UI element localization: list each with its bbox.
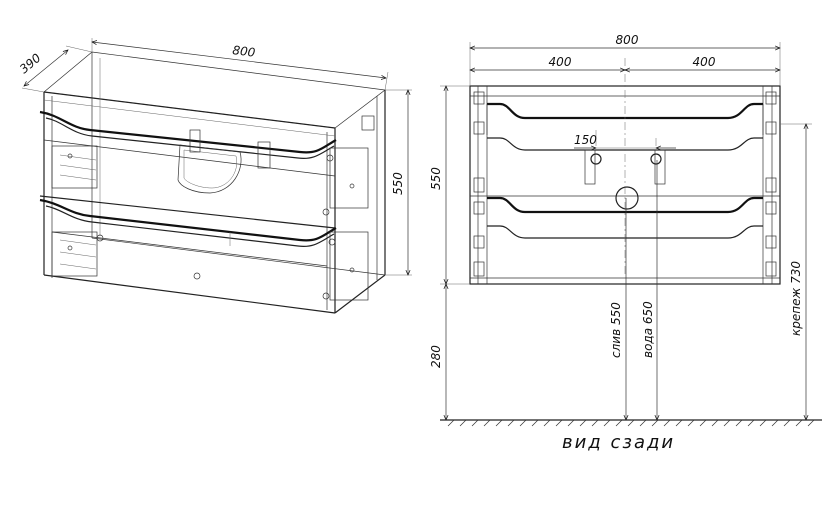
top-drawer (39, 110, 369, 229)
dim-drain-label: слив 550 (609, 302, 623, 358)
dim-mount-label: крепеж 730 (789, 261, 803, 336)
dim-left-half-label: 400 (549, 55, 572, 69)
isometric-view: 800 390 550 (17, 38, 412, 314)
dim-rear-height-label: 550 (429, 167, 443, 190)
dim-hole-spacing-label: 150 (574, 133, 597, 147)
dim-water-650: вода 650 (641, 160, 657, 420)
dim-floor-gap-280: 280 (429, 284, 446, 420)
dim-floor-gap-label: 280 (429, 345, 443, 368)
view-caption: вид сзади (562, 432, 675, 453)
dim-depth-390: 390 (17, 45, 93, 93)
dim-height-550: 550 (385, 90, 412, 275)
dim-right-half-label: 400 (693, 55, 716, 69)
rear-view: 800 400 400 150 550 280 (429, 33, 822, 453)
dim-width-label: 800 (232, 43, 257, 60)
rear-cabinet (469, 85, 781, 285)
hardware-screws (67, 115, 375, 300)
dim-mount-730: крепеж 730 (780, 124, 812, 420)
floor-line (440, 419, 822, 427)
dim-rear-width-800: 800 (470, 33, 780, 86)
dim-hole-spacing: 150 (574, 130, 676, 148)
dim-rear-width-label: 800 (616, 33, 639, 47)
dim-rear-height-550: 550 (429, 86, 470, 284)
dim-water-label: вода 650 (641, 301, 655, 358)
rear-side-hardware (473, 91, 777, 277)
dim-depth-label: 390 (17, 51, 44, 77)
bottom-drawer (39, 198, 369, 301)
dim-rear-halves: 400 400 (470, 55, 780, 70)
cabinet-body (43, 51, 386, 314)
water-outlets (584, 149, 666, 210)
dim-drain-550: слив 550 (609, 198, 626, 420)
dim-width-800: 800 (92, 38, 389, 91)
dim-height-label: 550 (391, 172, 405, 195)
